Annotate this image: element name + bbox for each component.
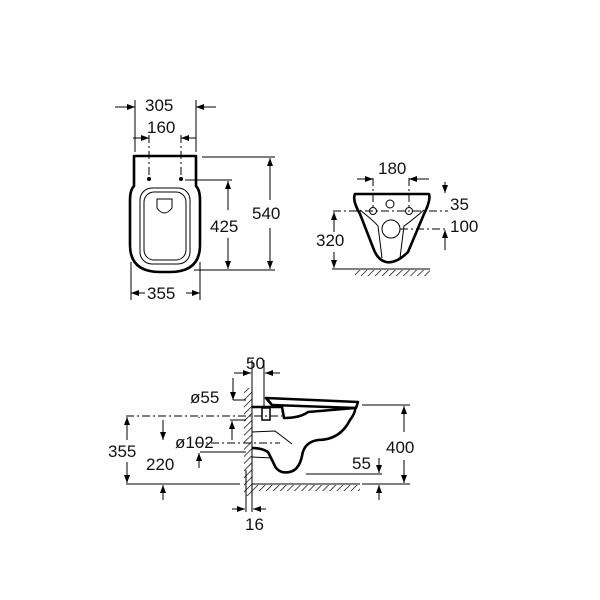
- dim-180: 180: [378, 159, 406, 178]
- top-view: 305 160 540 425 355: [115, 96, 280, 303]
- toilet-outline-rear: [352, 192, 431, 264]
- dim-305: 305: [145, 96, 173, 115]
- side-view: 355 220 ø55 ø102 50 16 400 55: [108, 354, 414, 534]
- toilet-outline-top: [128, 154, 202, 274]
- floor-hatch-side: [252, 485, 360, 491]
- dim-55-base: 55: [352, 454, 371, 473]
- wall-hatch: [244, 388, 252, 496]
- dim-425: 425: [210, 217, 238, 236]
- seat-inner: [143, 191, 187, 261]
- dim-320: 320: [316, 231, 344, 250]
- toilet-outline-side: [251, 405, 357, 474]
- dim-355-side: 355: [108, 442, 136, 461]
- dim-160: 160: [147, 118, 175, 137]
- floor-hatch-rear: [355, 270, 430, 276]
- dim-100: 100: [450, 217, 478, 236]
- dim-540: 540: [252, 204, 280, 223]
- rear-view: 180 35 100 320: [316, 159, 478, 276]
- dim-400: 400: [386, 438, 414, 457]
- dim-16: 16: [245, 515, 264, 534]
- dim-dia102: ø102: [175, 433, 214, 452]
- dim-50: 50: [246, 354, 265, 373]
- seat-outline: [139, 187, 191, 265]
- dim-220: 220: [146, 455, 174, 474]
- seat-side: [264, 396, 360, 410]
- dim-dia55: ø55: [190, 388, 219, 407]
- dim-355-top: 355: [147, 284, 175, 303]
- lid-detail: [156, 198, 173, 214]
- dim-35: 35: [450, 195, 469, 214]
